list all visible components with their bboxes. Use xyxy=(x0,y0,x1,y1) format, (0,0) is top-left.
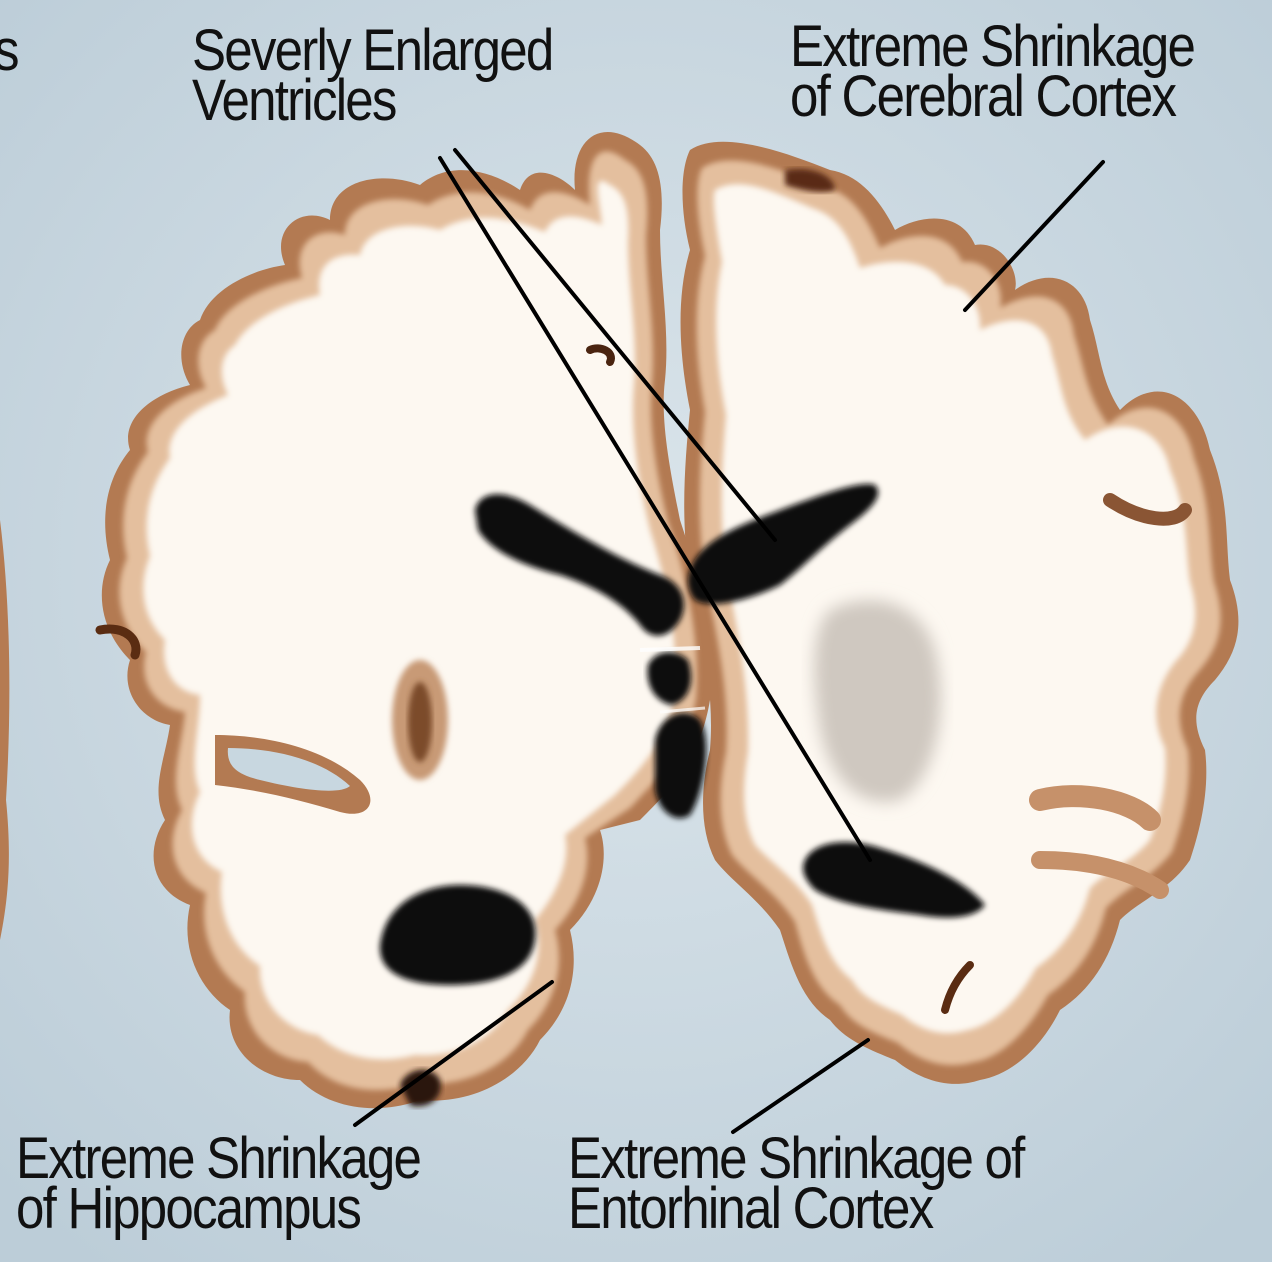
septum-gap xyxy=(640,648,700,650)
label-cut-fragment-text: s xyxy=(0,26,18,76)
label-cut-fragment: s xyxy=(0,26,18,76)
left-putamen-core xyxy=(408,682,432,762)
label-cerebral-cortex: Extreme Shrinkage of Cerebral Cortex xyxy=(790,22,1194,122)
label-entorhinal-cortex-line-2: Entorhinal Cortex xyxy=(568,1184,1024,1234)
label-hippocampus: Extreme Shrinkage of Hippocampus xyxy=(16,1134,420,1234)
label-ventricles-line-2: Ventricles xyxy=(192,76,553,126)
label-cerebral-cortex-line-2: of Cerebral Cortex xyxy=(790,72,1194,122)
label-entorhinal-cortex: Extreme Shrinkage of Entorhinal Cortex xyxy=(568,1134,1024,1234)
label-ventricles: Severly Enlarged Ventricles xyxy=(192,26,553,126)
label-hippocampus-line-2: of Hippocampus xyxy=(16,1184,420,1234)
